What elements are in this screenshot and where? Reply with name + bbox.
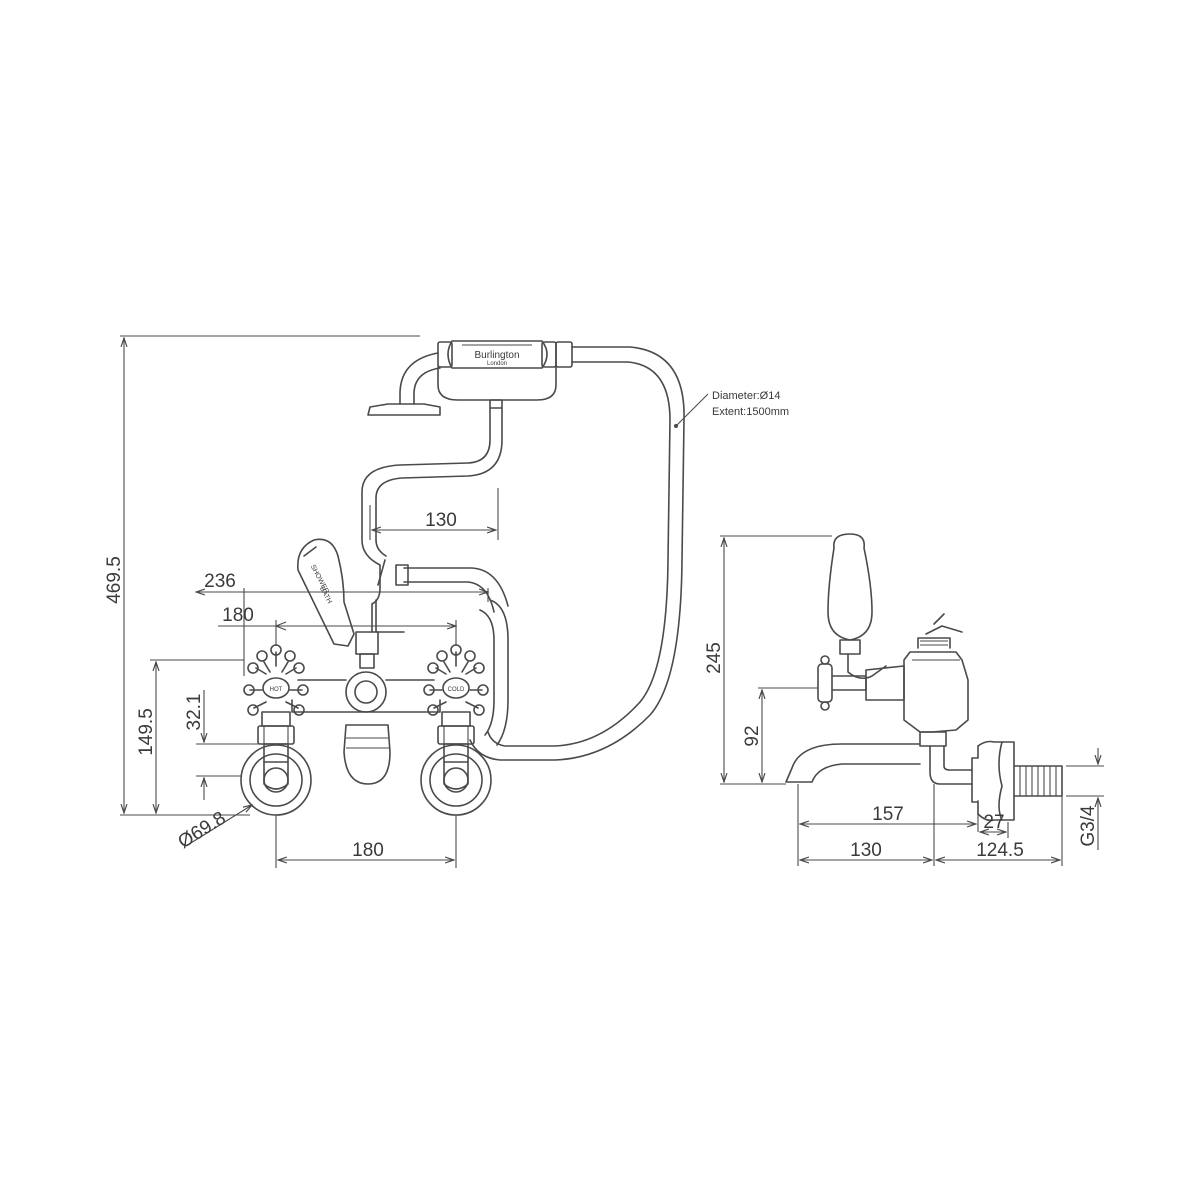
- hot-tap[interactable]: HOT: [243, 644, 309, 763]
- side-valve-body: [865, 613, 969, 747]
- dim-depth-124: 124.5: [976, 840, 1024, 861]
- dim-depth-130: 130: [850, 840, 882, 861]
- dim-depth-27: 27: [983, 812, 1004, 833]
- dim-height-469: 469.5: [104, 556, 125, 604]
- dim-centres-180: 180: [352, 840, 384, 861]
- shower-hose: [403, 346, 685, 761]
- dim-height-149: 149.5: [136, 708, 157, 756]
- dim-depth-157: 157: [872, 804, 904, 825]
- hose-extent-label: Extent:1500mm: [712, 406, 789, 418]
- dim-height-245: 245: [704, 642, 725, 674]
- side-bath-spout: [785, 743, 973, 785]
- side-wall-flange: [971, 740, 1063, 822]
- dim-width-236: 236: [204, 571, 236, 592]
- shower-handset: Burlington London: [437, 340, 573, 409]
- handset-brand-label: Burlington: [474, 350, 519, 361]
- side-view: 245 92 157 27 130 124.5: [704, 533, 1104, 866]
- front-dimensions: 469.5 130 236 180 149.5: [104, 335, 499, 868]
- hose-diameter-label: Diameter:Ø14: [712, 390, 780, 402]
- dim-height-32: 32.1: [184, 694, 205, 731]
- hot-label: HOT: [270, 687, 283, 693]
- hose-connector: [395, 564, 409, 586]
- side-diverter-lever: [827, 533, 887, 680]
- right-wall-flange: [420, 744, 492, 816]
- handset-city-label: London: [487, 361, 507, 367]
- dim-thread-g34: G3/4: [1078, 805, 1099, 847]
- shower-head: [367, 352, 441, 416]
- front-view: Burlington London SHOWER BATH: [104, 335, 789, 868]
- hose-callout: Diameter:Ø14 Extent:1500mm: [674, 390, 789, 428]
- side-crosshead: [817, 655, 867, 711]
- dim-width-180-top: 180: [222, 605, 254, 626]
- diverter-label-bath: BATH: [318, 586, 333, 605]
- mixer-body: [291, 599, 441, 785]
- dim-hose-offset-130: 130: [425, 510, 457, 531]
- left-wall-flange: [240, 744, 312, 816]
- diverter-lever: SHOWER BATH: [297, 538, 355, 647]
- dim-height-92: 92: [742, 725, 763, 746]
- side-dimensions: 245 92 157 27 130 124.5: [704, 535, 1104, 866]
- cold-label: COLD: [448, 687, 465, 693]
